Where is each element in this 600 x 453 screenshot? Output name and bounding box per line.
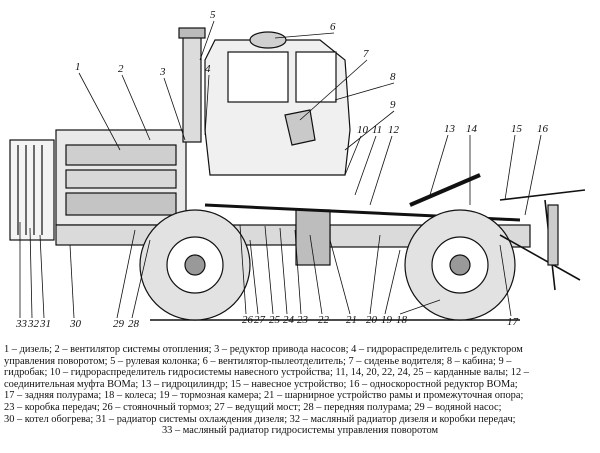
callout-21: 21 [346, 314, 357, 326]
leader-line-4 [204, 74, 210, 136]
callout-19: 19 [381, 314, 393, 326]
radiator-block [9, 139, 55, 241]
callout-7: 7 [363, 48, 369, 60]
leader-line-18 [399, 299, 441, 315]
legend-line: 33 – масляный радиатор гидросистемы упра… [161, 425, 439, 437]
hydraulic-cylinder [409, 173, 481, 207]
callout-28: 28 [128, 318, 140, 330]
leader-line-31 [39, 234, 45, 319]
leader-line-15 [504, 134, 516, 201]
callout-11: 11 [372, 124, 382, 136]
callout-24: 24 [283, 314, 295, 326]
callout-26: 26 [242, 314, 254, 326]
callout-6: 6 [330, 21, 336, 33]
callout-25: 25 [269, 314, 281, 326]
leader-line-16 [524, 134, 542, 216]
legend-line: соединительная муфта ВОМа; 13 – гидроцил… [4, 378, 518, 390]
callout-31: 31 [39, 318, 51, 330]
callout-29: 29 [113, 318, 125, 330]
legend-line: управления поворотом; 5 – рулевая колонк… [4, 355, 512, 367]
leader-line-27 [249, 239, 259, 315]
callout-33: 33 [15, 318, 28, 330]
callout-8: 8 [390, 71, 396, 83]
leader-line-9 [344, 110, 395, 151]
callout-30: 30 [69, 318, 82, 330]
leader-line-24 [279, 227, 288, 315]
leader-line-13 [429, 134, 449, 196]
roof-fan [249, 31, 287, 49]
legend-line: гидробак; 10 – гидрораспределитель гидро… [4, 367, 529, 379]
leader-line-1 [78, 72, 121, 151]
exhaust-pipe [182, 31, 202, 143]
callout-18: 18 [396, 314, 408, 326]
callout-13: 13 [444, 123, 456, 135]
callout-20: 20 [366, 314, 378, 326]
leader-line-20 [369, 234, 381, 315]
legend: 1 – дизель; 2 – вентилятор системы отопл… [4, 344, 596, 437]
leader-line-22 [309, 234, 323, 315]
leader-line-23 [294, 229, 302, 315]
legend-line: 17 – задняя полурама; 18 – колеса; 19 – … [4, 390, 524, 402]
callout-3: 3 [159, 66, 166, 78]
driver-seat [284, 109, 316, 146]
callout-15: 15 [511, 123, 523, 135]
leader-line-12 [369, 135, 393, 206]
leader-line-7 [299, 59, 368, 121]
callout-10: 10 [357, 124, 369, 136]
leader-line-28 [131, 239, 151, 319]
callout-22: 22 [318, 314, 330, 326]
callout-9: 9 [390, 99, 396, 111]
leader-line-19 [384, 249, 401, 315]
callout-16: 16 [537, 123, 549, 135]
callout-4: 4 [205, 63, 211, 75]
callout-17: 17 [507, 316, 519, 328]
leader-line-6 [274, 32, 335, 39]
leader-line-8 [334, 82, 395, 101]
callout-23: 23 [297, 314, 309, 326]
leader-line-21 [329, 239, 351, 315]
leader-line-5 [199, 20, 215, 61]
leader-line-17 [499, 244, 512, 317]
callout-14: 14 [466, 123, 478, 135]
leader-line-10 [344, 135, 362, 176]
legend-line: 30 – котел обогрева; 31 – радиатор систе… [4, 413, 516, 425]
leader-line-2 [121, 74, 151, 141]
callout-5: 5 [210, 9, 216, 21]
callout-32: 32 [27, 318, 40, 330]
leader-line-29 [116, 229, 136, 319]
leader-line-26 [239, 224, 247, 315]
legend-line: 1 – дизель; 2 – вентилятор системы отопл… [4, 344, 523, 355]
leader-line-32 [29, 227, 33, 319]
callout-1: 1 [75, 61, 81, 73]
callout-27: 27 [254, 314, 266, 326]
leader-line-30 [69, 244, 75, 319]
leader-line-25 [264, 225, 274, 315]
leader-line-3 [163, 77, 186, 141]
legend-line: 23 – коробка передач; 26 – стояночный то… [4, 401, 502, 413]
callout-12: 12 [388, 124, 400, 136]
leader-line-11 [354, 135, 377, 196]
callout-2: 2 [118, 63, 124, 75]
